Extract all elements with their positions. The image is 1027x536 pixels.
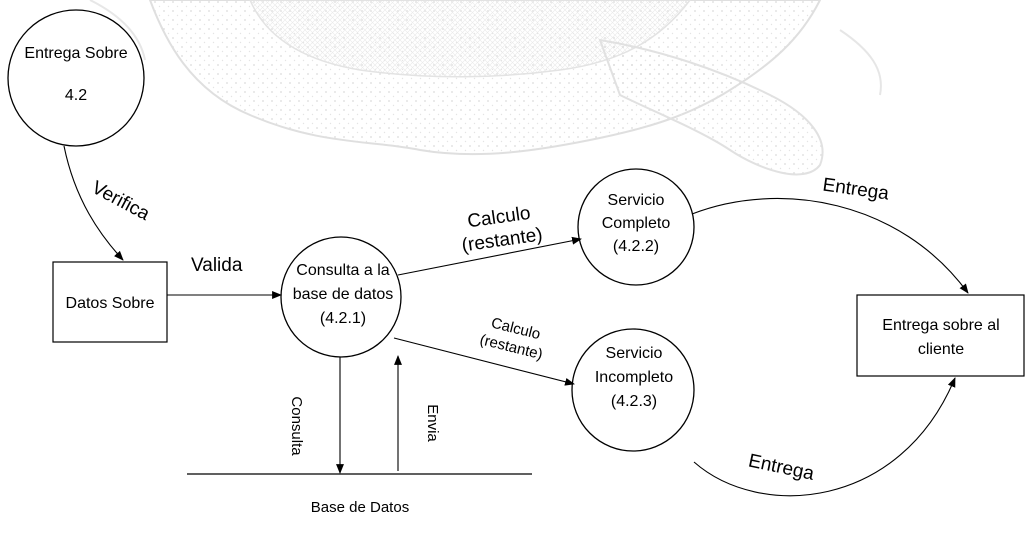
data-store-base-datos: Base de Datos — [187, 473, 532, 516]
process-servicio-completo: Servicio Completo (4.2.2) — [577, 168, 695, 286]
flow-verifica: Verifica — [63, 145, 153, 261]
flow-calculo-completo: Calculo (restante) — [397, 203, 582, 276]
entity-entrega-cliente: Entrega sobre al cliente — [856, 294, 1025, 377]
flow-verifica-label: Verifica — [88, 177, 153, 225]
background-watermark — [89, 0, 882, 176]
process-servicio-completo-number: (4.2.2) — [613, 238, 659, 255]
entity-entrega-cliente-line2: cliente — [918, 341, 964, 358]
process-entrega-sobre: Entrega Sobre 4.2 — [7, 9, 145, 147]
process-servicio-incompleto-line2: Incompleto — [595, 369, 673, 386]
flow-consulta-label: Consulta — [288, 396, 305, 456]
data-store-label: Base de Datos — [311, 499, 409, 516]
process-servicio-incompleto: Servicio Incompleto (4.2.3) — [571, 328, 695, 452]
process-entrega-sobre-title: Entrega Sobre — [24, 45, 127, 62]
process-consulta-line1: Consulta a la — [296, 262, 389, 279]
flow-valida-label: Valida — [191, 255, 243, 276]
process-servicio-incompleto-number: (4.2.3) — [611, 393, 657, 410]
entity-datos-sobre: Datos Sobre — [52, 261, 168, 343]
process-servicio-completo-line2: Completo — [602, 215, 671, 232]
process-servicio-incompleto-line1: Servicio — [606, 345, 663, 362]
process-consulta-number: (4.2.1) — [320, 310, 366, 327]
flow-calculo-incompleto: Calculo (restante) — [393, 315, 575, 386]
flow-valida: Valida — [167, 255, 282, 299]
flow-entrega-incompleto: Entrega — [693, 377, 956, 497]
flow-envia-label: Envia — [424, 404, 441, 442]
flow-envia: Envia — [394, 355, 441, 471]
flow-entrega-completo-label: Entrega — [821, 175, 890, 205]
process-consulta-line2: base de datos — [293, 286, 394, 303]
entity-datos-sobre-label: Datos Sobre — [66, 295, 155, 312]
process-consulta-base-datos: Consulta a la base de datos (4.2.1) — [280, 236, 402, 358]
flow-consulta: Consulta — [288, 357, 344, 474]
flow-entrega-incompleto-label: Entrega — [746, 450, 816, 484]
entity-entrega-cliente-line1: Entrega sobre al — [882, 317, 999, 334]
flow-entrega-completo: Entrega — [691, 175, 969, 294]
process-entrega-sobre-number: 4.2 — [65, 87, 87, 104]
process-servicio-completo-line1: Servicio — [608, 192, 665, 209]
